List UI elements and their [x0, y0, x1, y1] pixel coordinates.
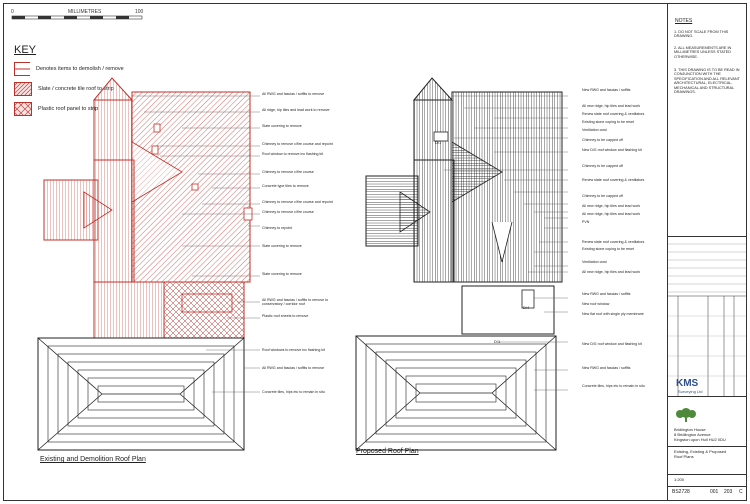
existing-annotation: Plastic roof sheets to remove — [262, 314, 309, 318]
divider — [668, 474, 746, 475]
roof-window-label: D/1 — [494, 339, 501, 344]
scale-bar-graphic — [11, 15, 143, 20]
proposed-annotation: Renew slate roof covering & ventilators — [582, 112, 645, 116]
divider — [668, 446, 746, 447]
key-title: KEY — [14, 44, 37, 56]
scale-start: 0 — [11, 9, 14, 15]
existing-annotation: All RWG and fascias / soffits to remove … — [262, 298, 329, 306]
title-block: NOTES 1. DO NOT SCALE FROM THIS DRAWING.… — [668, 4, 746, 500]
address-line: 8 Bridlington Avenue — [674, 432, 711, 437]
existing-annotation: Chimney to remove c/fire course — [262, 210, 314, 214]
key-label-plastic: Plastic roof panel to strip — [38, 106, 99, 112]
company-subtitle: Surveying Ltd — [678, 389, 703, 394]
proposed-annotation: New D/G roof window and flashing kit — [582, 342, 642, 346]
existing-annotation: Chimney to remove c/fire course and repo… — [262, 142, 333, 146]
proposed-annotation: New RWG and fascias / soffits — [582, 292, 631, 296]
slate-hatch-swatch — [14, 82, 32, 96]
company-logo: KMS — [676, 378, 699, 389]
proposed-annotation: PVN — [582, 220, 590, 224]
proposed-annotation: Chimney to be capped off — [582, 164, 623, 168]
scale-value: 1:200 — [674, 477, 685, 482]
note-item: 3. THIS DRAWING IS TO BE READ IN CONJUNC… — [674, 68, 740, 95]
existing-annotation: Chimney to remove c/fire course and repo… — [262, 200, 333, 204]
address-line: Kingston upon Hull HU2 0DU — [674, 437, 726, 442]
proposed-annotation: All new ridge, hip tiles and lead work — [582, 270, 641, 274]
note-item: 1. DO NOT SCALE FROM THIS DRAWING. — [674, 30, 729, 39]
note-item: 2. ALL MEASUREMENTS ARE IN MILLIMETRES U… — [674, 46, 732, 59]
existing-annotation: All RWG and fascias / soffits to remove — [262, 366, 325, 370]
notes-title: NOTES — [675, 18, 693, 24]
drawing-title-line: Existing, Existing & Proposed — [674, 449, 727, 454]
proposed-annotation: All new ridge, hip tiles and lead work — [582, 204, 641, 208]
existing-annotation: All RWG and fascias / soffits to remove — [262, 92, 325, 96]
proposed-annotation: New RWG and fascias / soffits — [582, 366, 631, 370]
divider — [668, 396, 746, 397]
proposed-annotation: Ventilation cowl — [582, 128, 607, 132]
proposed-annotation: Concrete tiles, hips etc to remain in si… — [582, 384, 645, 388]
proposed-annotation: Ventilation cowl — [582, 260, 607, 264]
address-line: Bridlington House — [674, 427, 706, 432]
existing-annotation: All ridge, hip tiles and lead work to re… — [262, 108, 330, 112]
proposed-annotation: New RWG and fascias / soffits — [582, 88, 631, 92]
divider — [668, 486, 746, 487]
proposed-annotation: Existing stone coping to be reset — [582, 247, 634, 251]
key-label-slate: Slate / concrete tile roof to strip — [38, 86, 114, 92]
proposed-annotation: Renew slate roof covering & ventilators — [582, 178, 645, 182]
existing-plan-title: Existing and Demolition Roof Plan — [40, 456, 146, 463]
drawing-number: BS2728 — [672, 489, 690, 495]
roof-window-label: D/1 — [435, 140, 442, 145]
proposed-annotation: New D/G roof window and flashing kit — [582, 148, 642, 152]
scale-end: 100 — [135, 9, 144, 15]
existing-annotation: Slate covering to remove — [262, 272, 302, 276]
proposed-annotation: All new ridge, hip tiles and lead work — [582, 104, 641, 108]
existing-annotation: Roof windows to remove inc flashing kit — [262, 348, 325, 352]
tree-logo-icon — [676, 408, 696, 422]
drawing-ref: 203 — [724, 489, 733, 495]
existing-annotation: Slate covering to remove — [262, 244, 302, 248]
divider — [668, 236, 746, 237]
key-label-demolish: Denotes items to demolish / remove — [36, 66, 124, 72]
existing-annotation: Slate covering to remove — [262, 124, 302, 128]
sheet-number: 001 — [710, 489, 719, 495]
proposed-plan-title: Proposed Roof Plan — [356, 448, 419, 455]
proposed-annotation: Chimney to be capped off — [582, 194, 623, 198]
existing-annotation: Concrete tiles, hips etc to remain in si… — [262, 390, 325, 394]
existing-annotation: Roof window to remove inc flashing kit — [262, 152, 324, 156]
proposed-annotation: All new ridge, hip tiles and lead work — [582, 212, 641, 216]
key-item-plastic: Plastic roof panel to strip — [14, 100, 98, 118]
key-item-slate: Slate / concrete tile roof to strip — [14, 80, 114, 98]
existing-roof-plan-drawing — [37, 77, 260, 451]
proposed-roof-plan-drawing — [355, 77, 568, 451]
plastic-crosshatch-swatch — [14, 102, 32, 116]
key-item-demolish: Denotes items to demolish / remove — [14, 60, 124, 78]
proposed-annotation: New flat roof with single ply membrane — [582, 312, 644, 316]
drawing-area: 0 MILLIMETRES 100 KEY Denotes items to d… — [4, 4, 668, 500]
revision-table — [668, 243, 746, 396]
scale-bar: 0 MILLIMETRES 100 — [10, 8, 150, 24]
revision: C — [739, 489, 743, 495]
roof-window-label: D/4 — [523, 305, 530, 310]
drawing-sheet: 0 MILLIMETRES 100 KEY Denotes items to d… — [3, 3, 747, 501]
scale-units: MILLIMETRES — [68, 9, 102, 15]
drawing-title-line: Roof Plans — [674, 454, 694, 459]
existing-annotation: Chimney to repoint — [262, 226, 293, 230]
existing-annotation: Chimney to remove c/fire course — [262, 170, 314, 174]
proposed-annotation: New roof window — [582, 302, 610, 306]
proposed-annotation: Existing stone coping to be reset — [582, 120, 634, 124]
existing-annotation: Concrete type tiles to remove — [262, 184, 309, 188]
proposed-annotation: Renew slate roof covering & ventilators — [582, 240, 645, 244]
demolish-swatch — [14, 62, 30, 76]
proposed-annotation: Chimney to be capped off — [582, 138, 623, 142]
